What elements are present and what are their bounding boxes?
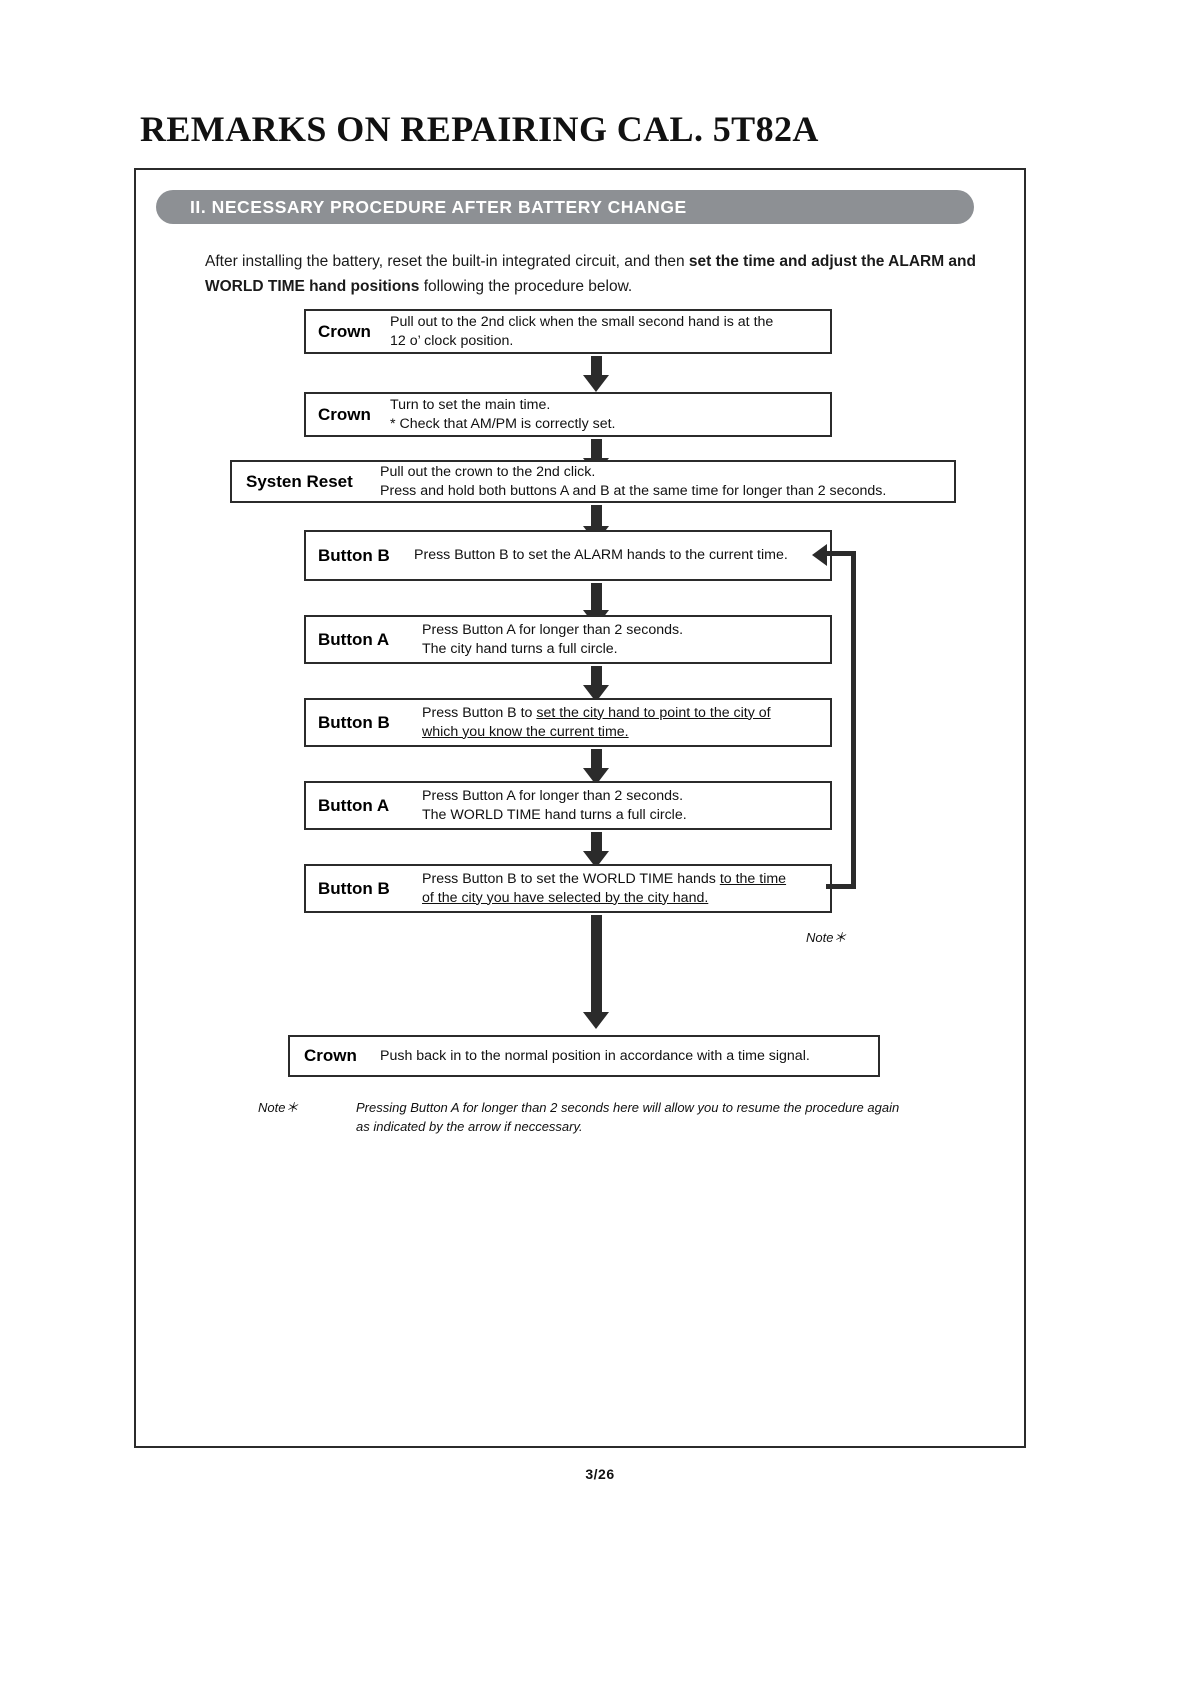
flow-step-line1-plain: Press Button B to <box>422 704 537 721</box>
flow-arrow-down <box>583 666 609 702</box>
loop-note-marker: Note＊ <box>806 930 847 945</box>
flow-step-line1: Press Button A for longer than 2 seconds… <box>422 621 684 638</box>
flow-step-label: Systen Reset <box>246 471 353 491</box>
footnote-line1: Pressing Button A for longer than 2 seco… <box>356 1100 900 1115</box>
page-title: REMARKS ON REPAIRING CAL. 5T82A <box>140 109 819 149</box>
flow-step-button-b-city: Button B Press Button B to set the city … <box>304 698 832 747</box>
flow-step-text: Press Button B to set the WORLD TIME han… <box>422 870 820 908</box>
flow-step-line2: 12 o’ clock position. <box>390 332 514 349</box>
flow-step-line2: The WORLD TIME hand turns a full circle. <box>422 806 687 823</box>
flow-step-line2: Press and hold both buttons A and B at t… <box>380 482 887 499</box>
flow-step-text: Pull out the crown to the 2nd click. Pre… <box>380 463 944 501</box>
flow-step-line1: Pull out to the 2nd click when the small… <box>390 313 774 330</box>
flow-step-crown-push-back: Crown Push back in to the normal positio… <box>288 1035 880 1077</box>
intro-text-part2: following the procedure below. <box>419 277 633 295</box>
intro-paragraph: After installing the battery, reset the … <box>205 249 977 299</box>
flow-step-text: Press Button A for longer than 2 seconds… <box>422 787 820 825</box>
flow-step-text: Push back in to the normal position in a… <box>380 1047 810 1064</box>
flow-step-label: Button A <box>318 629 390 649</box>
flow-step-line1-plain: Press Button B to set the WORLD TIME han… <box>422 870 720 887</box>
footnote: Note＊ Pressing Button A for longer than … <box>258 1098 918 1136</box>
procedure-flowchart: Crown Pull out to the 2nd click when the… <box>136 170 1028 1450</box>
flow-arrow-down <box>583 832 609 868</box>
flow-step-text: Press Button B to set the ALARM hands to… <box>414 547 788 563</box>
flow-step-system-reset: Systen Reset Pull out the crown to the 2… <box>230 460 956 503</box>
flow-step-button-b-alarm: Button B Press Button B to set the ALARM… <box>304 530 832 581</box>
footnote-tag: Note＊ <box>258 1100 299 1115</box>
flow-step-label: Button B <box>318 878 390 898</box>
page-content-frame: II. NECESSARY PROCEDURE AFTER BATTERY CH… <box>134 168 1026 1448</box>
flow-step-crown-set-time: Crown Turn to set the main time. * Check… <box>304 392 832 437</box>
intro-text-bold: set the time and adjust the ALARM and WO… <box>205 252 976 295</box>
flow-step-text: Turn to set the main time. * Check that … <box>390 396 820 434</box>
flow-step-label: Button B <box>318 545 390 565</box>
flow-step-label: Crown <box>304 1046 357 1065</box>
flow-loop-arrowhead <box>812 544 827 566</box>
flow-step-text: Press Button B to set the city hand to p… <box>422 704 820 742</box>
footnote-line2: as indicated by the arrow if neccessary. <box>356 1119 583 1134</box>
page-number: 3/26 <box>585 1466 615 1482</box>
flow-step-line2: The city hand turns a full circle. <box>422 640 618 657</box>
flow-arrow-down <box>583 356 609 392</box>
flow-step-line2-underlined: of the city you have selected by the cit… <box>422 889 709 906</box>
flow-step-button-a-city: Button A Press Button A for longer than … <box>304 615 832 664</box>
flow-step-line2: * Check that AM/PM is correctly set. <box>390 415 616 432</box>
flow-step-line2-underlined: which you know the current time. <box>422 723 629 740</box>
flow-step-button-b-worldtime: Button B Press Button B to set the WORLD… <box>304 864 832 913</box>
flow-step-line1-underlined: to the time <box>719 870 787 887</box>
flow-step-line1: Pull out the crown to the 2nd click. <box>380 463 596 480</box>
flow-step-text: Pull out to the 2nd click when the small… <box>390 313 820 351</box>
footnote-body: Pressing Button A for longer than 2 seco… <box>356 1098 918 1136</box>
flow-step-line1-underlined: set the city hand to point to the city o… <box>536 704 771 721</box>
flow-step-label: Button B <box>318 712 390 732</box>
intro-text-part1: After installing the battery, reset the … <box>205 252 689 270</box>
flow-step-label: Crown <box>318 321 371 341</box>
section-header-banner: II. NECESSARY PROCEDURE AFTER BATTERY CH… <box>156 190 974 224</box>
flow-step-label: Crown <box>318 404 371 424</box>
flow-step-line1: Press Button A for longer than 2 seconds… <box>422 787 684 804</box>
flow-step-label: Button A <box>318 795 390 815</box>
section-header-label: II. NECESSARY PROCEDURE AFTER BATTERY CH… <box>190 196 687 217</box>
flow-step-crown-pull-out: Crown Pull out to the 2nd click when the… <box>304 309 832 354</box>
flow-step-line1: Turn to set the main time. <box>390 396 551 413</box>
flow-loop-connector <box>826 551 856 889</box>
flow-arrow-down-long <box>583 915 609 1029</box>
flow-arrow-down <box>583 749 609 785</box>
flow-step-button-a-worldtime: Button A Press Button A for longer than … <box>304 781 832 830</box>
flow-step-text: Press Button A for longer than 2 seconds… <box>422 621 820 659</box>
